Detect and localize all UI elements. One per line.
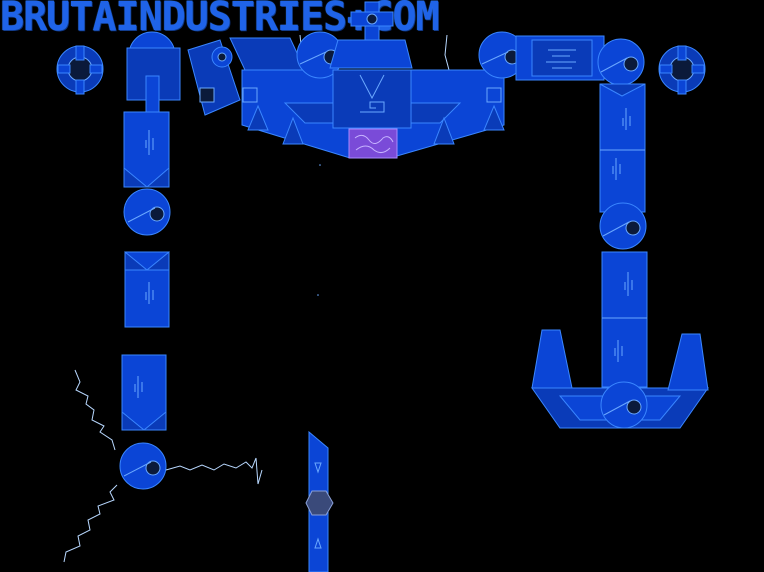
console-panel <box>515 35 605 81</box>
turret-icon <box>600 381 648 429</box>
armor-panel-icon <box>305 430 334 572</box>
armor-panel-icon <box>121 354 167 431</box>
armor-panel-icon <box>124 250 170 328</box>
ship-hull-icon <box>187 1 526 159</box>
left-column <box>119 31 181 490</box>
armor-panel-icon <box>123 111 170 188</box>
armor-panel-icon <box>601 251 648 388</box>
radar-dish-icon <box>56 45 104 95</box>
turret-icon <box>123 188 171 236</box>
anchor-base <box>531 329 709 429</box>
turret-icon <box>119 442 167 490</box>
armor-panel-icon <box>599 83 646 213</box>
watermark-text: BRUTAINDUSTRIES <box>0 0 347 40</box>
armor-panel-icon <box>126 47 181 101</box>
turret-icon <box>597 38 645 86</box>
radar-dish-icon <box>658 45 706 95</box>
cross-icon <box>350 1 394 47</box>
turret-icon <box>599 202 647 250</box>
thruster-icon <box>247 104 505 145</box>
right-column <box>531 38 709 429</box>
